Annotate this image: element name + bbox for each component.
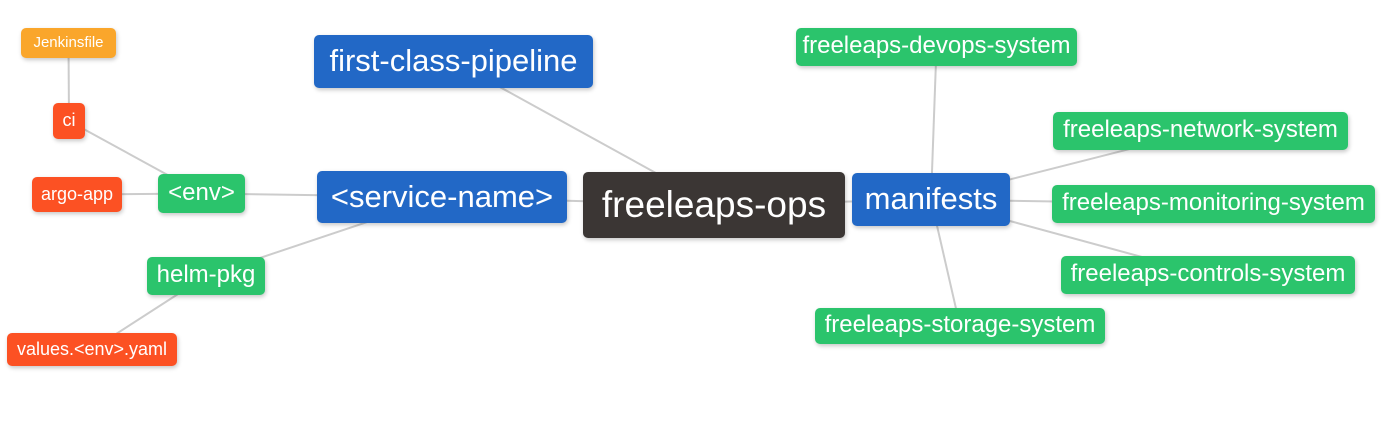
node-label: Jenkinsfile: [33, 33, 104, 51]
node-label: freeleaps-controls-system: [1070, 260, 1346, 287]
node-label: first-class-pipeline: [329, 43, 578, 78]
node-label: ci: [62, 110, 76, 130]
mindmap-node-devops-system[interactable]: freeleaps-devops-system: [796, 28, 1077, 66]
node-label: values.<env>.yaml: [16, 338, 168, 359]
mindmap-node-network-system[interactable]: freeleaps-network-system: [1053, 112, 1348, 150]
mindmap-node-service-name[interactable]: <service-name>: [317, 171, 567, 223]
mindmap-node-controls-system[interactable]: freeleaps-controls-system: [1061, 256, 1355, 294]
node-label: manifests: [864, 181, 998, 216]
node-label: freeleaps-monitoring-system: [1062, 189, 1365, 216]
mindmap-node-ci[interactable]: ci: [53, 103, 85, 139]
mindmap-node-storage-system[interactable]: freeleaps-storage-system: [815, 308, 1105, 344]
mindmap-node-first-class-pipeline[interactable]: first-class-pipeline: [314, 35, 593, 88]
mindmap-node-monitoring-system[interactable]: freeleaps-monitoring-system: [1052, 185, 1375, 223]
mindmap-node-values-env-yaml[interactable]: values.<env>.yaml: [7, 333, 177, 366]
node-label: freeleaps-ops: [601, 183, 827, 225]
mindmap-node-env[interactable]: <env>: [158, 174, 245, 213]
node-label: argo-app: [40, 183, 114, 204]
node-label: freeleaps-storage-system: [824, 311, 1096, 338]
mindmap-node-helm-pkg[interactable]: helm-pkg: [147, 257, 265, 295]
mindmap-node-freeleaps-ops[interactable]: freeleaps-ops: [583, 172, 845, 238]
node-label: freeleaps-devops-system: [802, 32, 1071, 59]
node-label: <env>: [168, 178, 235, 206]
mindmap-node-jenkinsfile[interactable]: Jenkinsfile: [21, 28, 116, 58]
node-label: freeleaps-network-system: [1063, 116, 1338, 143]
node-label: <service-name>: [330, 178, 554, 214]
mindmap-node-argo-app[interactable]: argo-app: [32, 177, 122, 212]
node-label: helm-pkg: [156, 261, 256, 288]
mindmap-node-manifests[interactable]: manifests: [852, 173, 1010, 226]
